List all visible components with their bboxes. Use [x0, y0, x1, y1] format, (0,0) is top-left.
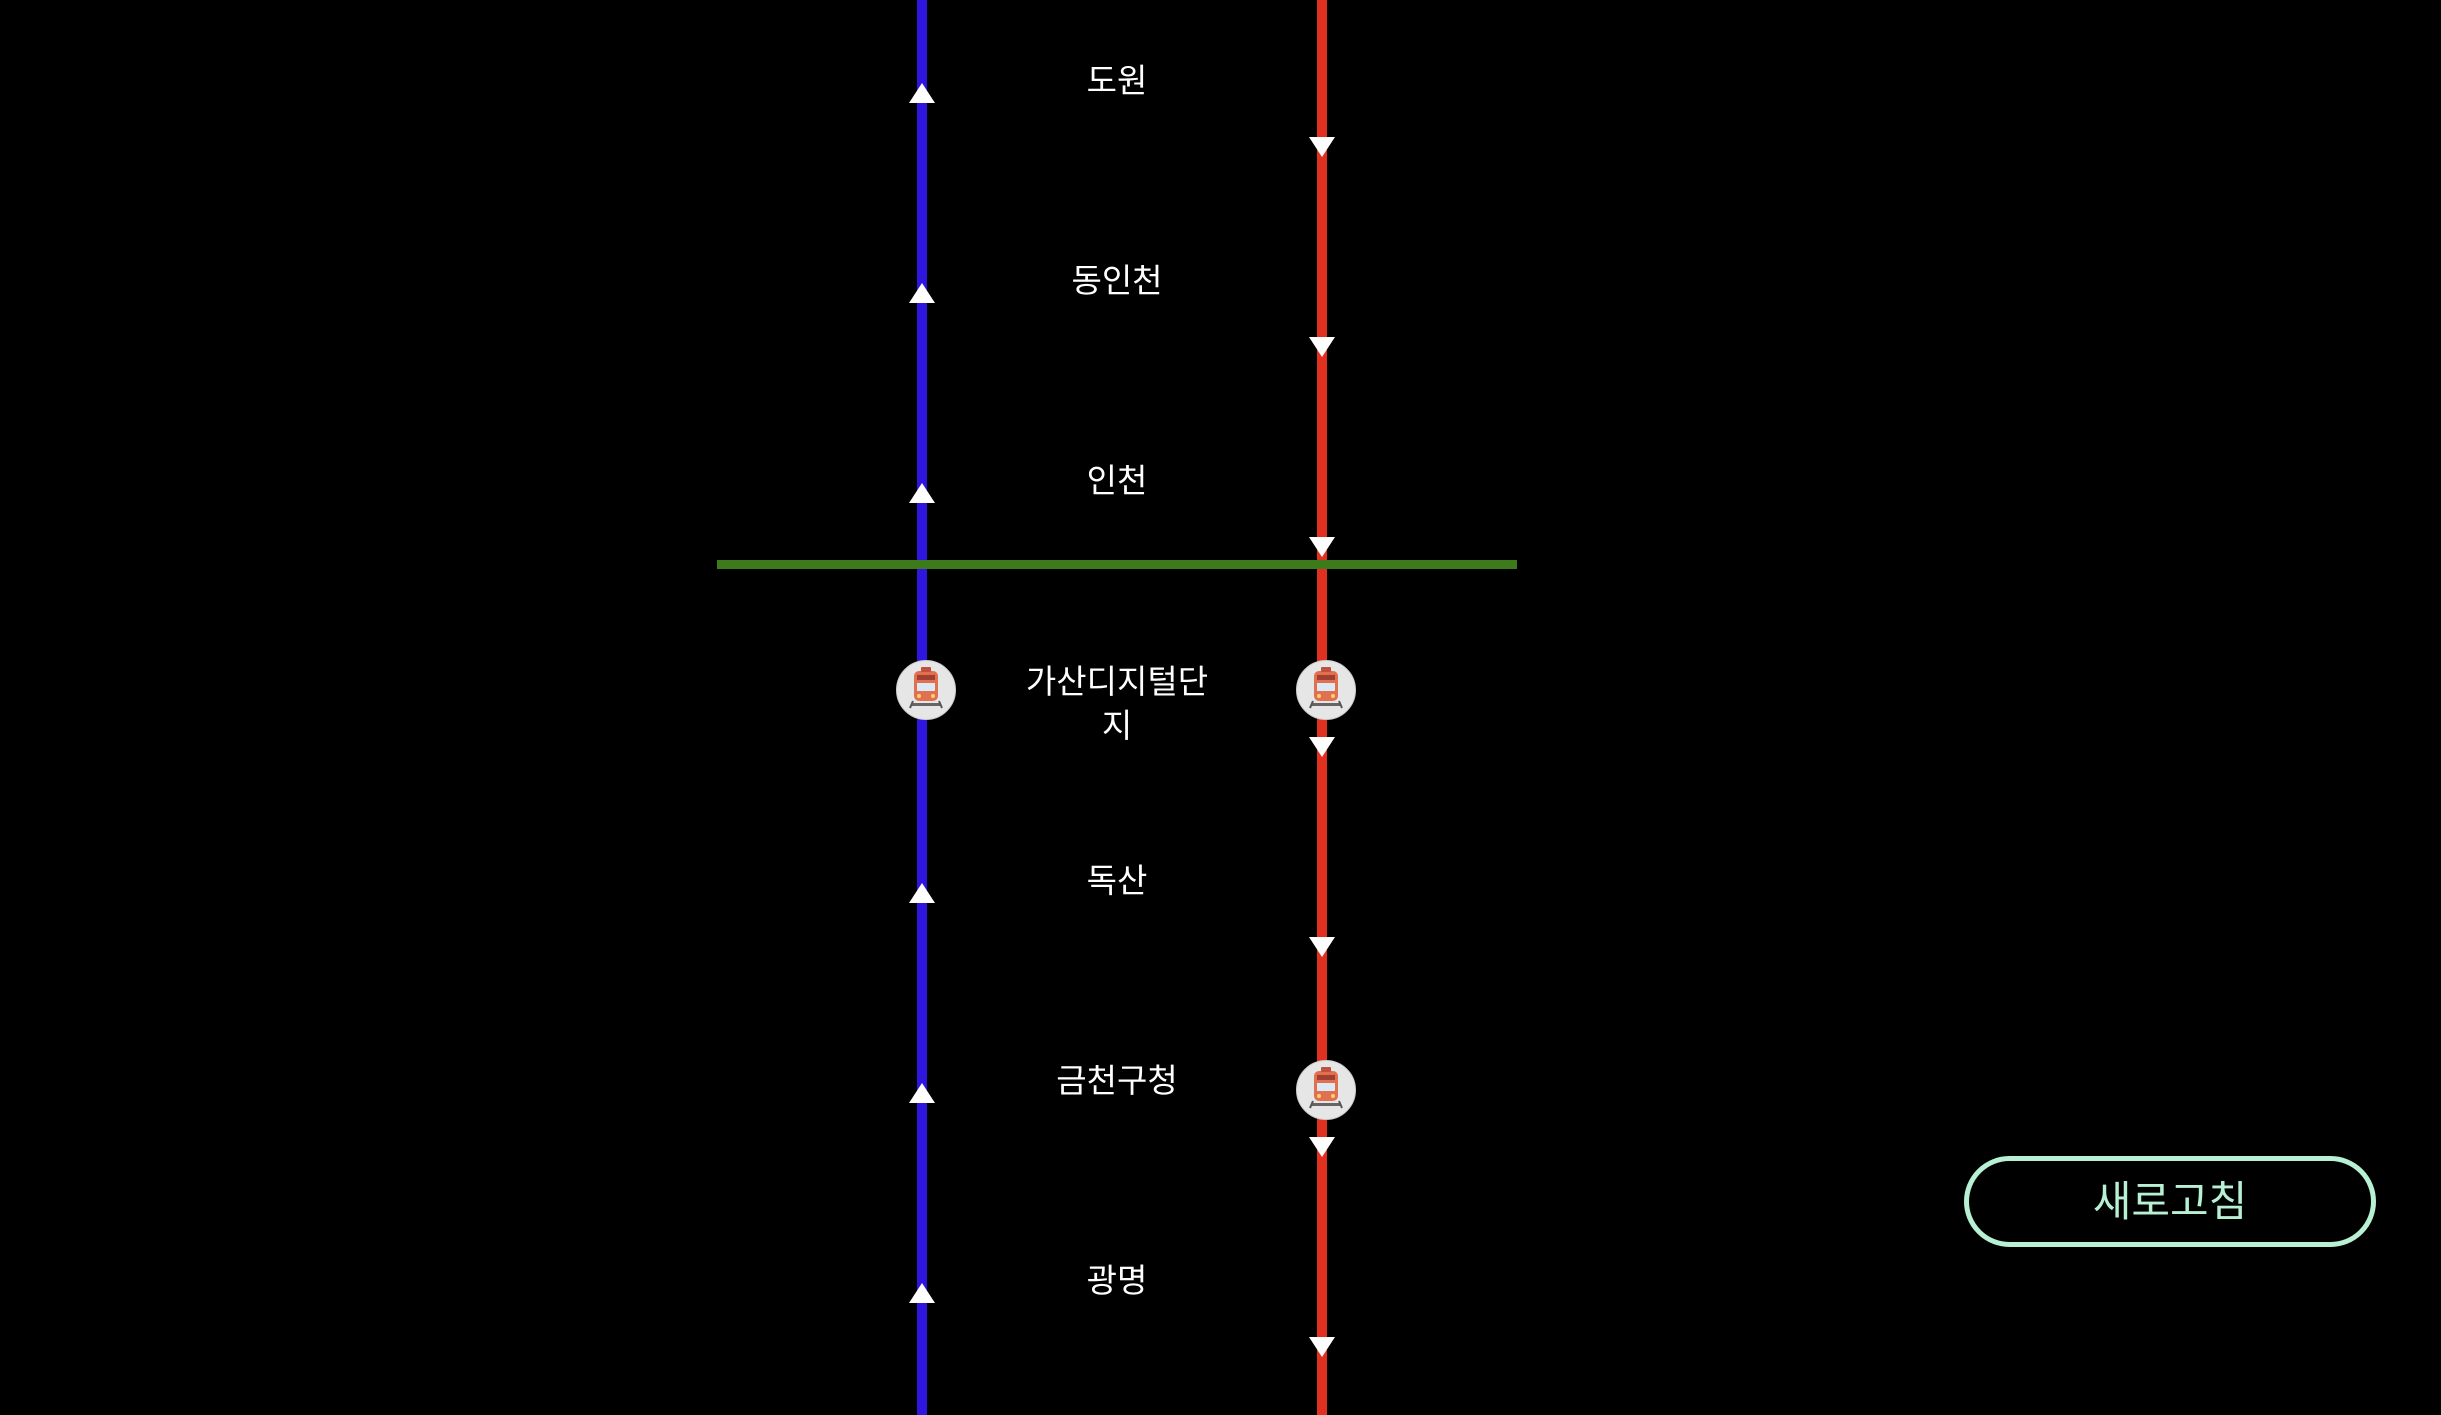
- station-label-dowon: 도원: [1086, 61, 1148, 100]
- train-icon[interactable]: [896, 660, 956, 720]
- down-arrow-icon: [1309, 1337, 1335, 1357]
- train-icon[interactable]: [1296, 1060, 1356, 1120]
- station-label-incheon: 인천: [1086, 461, 1148, 500]
- down-arrow-icon: [1309, 337, 1335, 357]
- up-arrow-icon: [909, 283, 935, 303]
- up-arrow-icon: [909, 83, 935, 103]
- station-label-gasan-digital-complex: 가산디지털단 지: [1025, 662, 1209, 745]
- up-arrow-icon: [909, 1283, 935, 1303]
- station-label-gwangmyeong: 광명: [1086, 1261, 1148, 1300]
- station-label-geumcheon-gu-office: 금천구청: [1056, 1061, 1178, 1100]
- up-arrow-icon: [909, 1083, 935, 1103]
- down-arrow-icon: [1309, 1137, 1335, 1157]
- station-label-doksan: 독산: [1086, 861, 1148, 900]
- down-arrow-icon: [1309, 937, 1335, 957]
- station-label-dongincheon: 동인천: [1071, 261, 1163, 300]
- up-arrow-icon: [909, 883, 935, 903]
- train-icon[interactable]: [1296, 660, 1356, 720]
- down-arrow-icon: [1309, 537, 1335, 557]
- down-arrow-icon: [1309, 137, 1335, 157]
- refresh-button[interactable]: 새로고침: [1964, 1156, 2376, 1247]
- transfer-line: [717, 560, 1517, 569]
- up-arrow-icon: [909, 483, 935, 503]
- down-arrow-icon: [1309, 737, 1335, 757]
